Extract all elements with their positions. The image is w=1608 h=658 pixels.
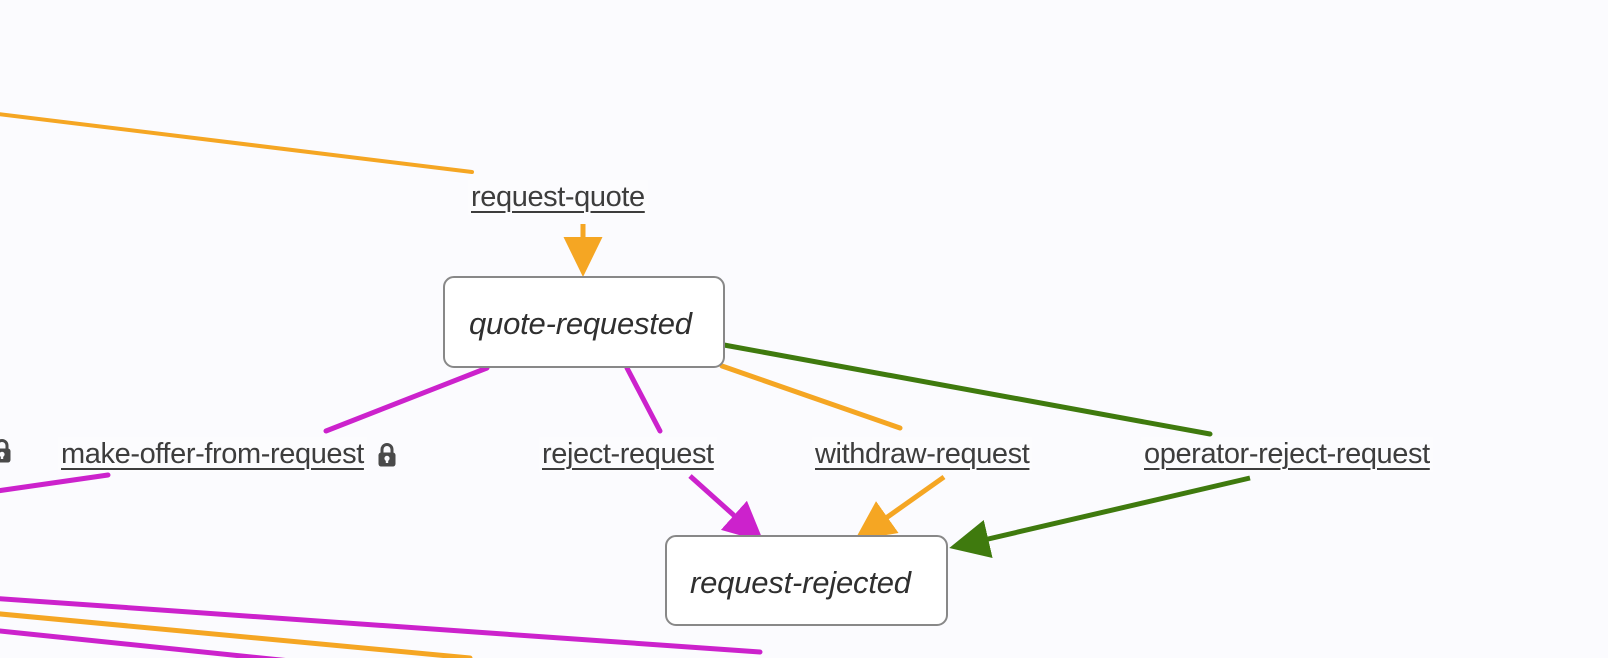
- state-label-quote-requested: quote-requested: [469, 306, 692, 341]
- edge-operator-reject-to-request-rejected: [949, 475, 1251, 558]
- edge-quote-requested-to-reject-request: [624, 365, 663, 434]
- transition-group-make-offer-from-request[interactable]: make-offer-from-request: [58, 437, 398, 472]
- transition-label-request-quote[interactable]: request-quote: [468, 180, 648, 215]
- transition-label-reject-request[interactable]: reject-request: [539, 437, 717, 472]
- lock-icon: [0, 438, 13, 464]
- transition-label-operator-reject-request[interactable]: operator-reject-request: [1141, 437, 1433, 472]
- state-node-quote-requested[interactable]: [443, 276, 725, 368]
- edge-withdraw-request-to-request-rejected: [854, 474, 946, 541]
- edge-reject-request-to-request-rejected: [688, 474, 764, 543]
- edge-quote-requested-to-operator-reject: [721, 342, 1213, 437]
- lock-icon: [376, 442, 398, 468]
- edge-bottom-magenta-lower: [0, 628, 286, 658]
- edge-incoming-request-quote: [0, 112, 474, 174]
- edge-make-offer-outgoing-left: [0, 472, 111, 494]
- edge-bottom-orange: [0, 611, 473, 658]
- edge-bottom-magenta-upper: [0, 596, 763, 655]
- edge-quote-requested-to-withdraw-request: [719, 363, 903, 431]
- edge-quote-requested-to-make-offer: [323, 365, 490, 434]
- transition-label-withdraw-request[interactable]: withdraw-request: [812, 437, 1033, 472]
- state-label-request-rejected: request-rejected: [690, 565, 911, 600]
- state-node-request-rejected[interactable]: [665, 535, 948, 626]
- transition-label-make-offer-from-request[interactable]: make-offer-from-request: [58, 437, 367, 472]
